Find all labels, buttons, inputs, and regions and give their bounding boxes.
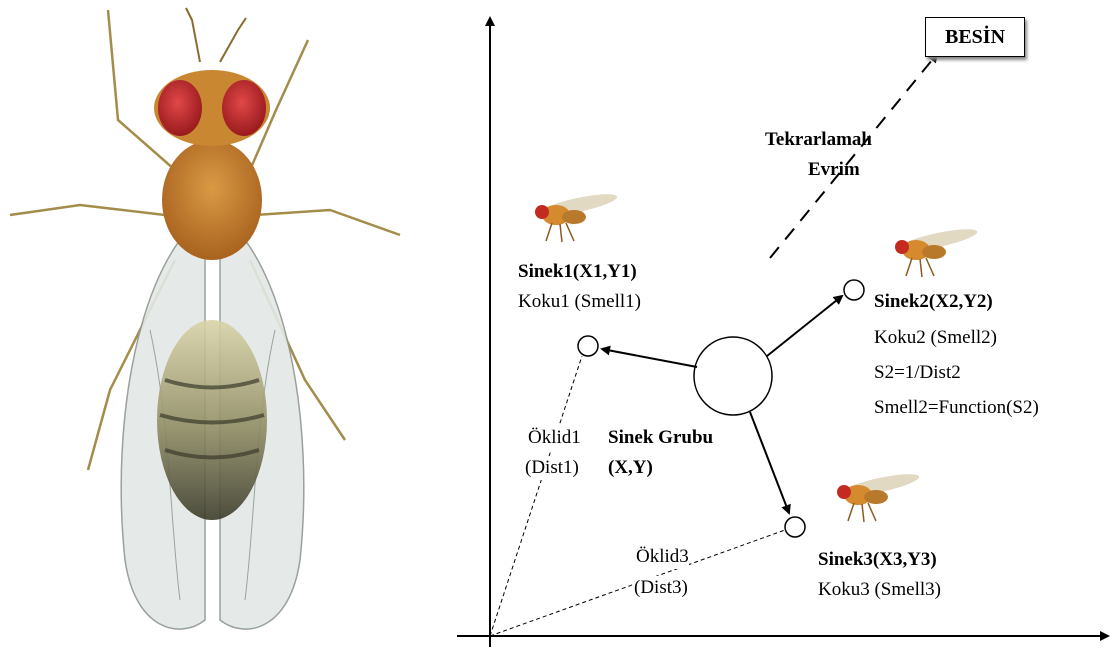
dist3-label: (Dist3) bbox=[634, 576, 688, 600]
fly2-name: Sinek2(X2,Y2) bbox=[874, 290, 993, 314]
fly3-smell: Koku3 (Smell3) bbox=[818, 578, 941, 602]
arrow-to-fly3 bbox=[750, 412, 789, 513]
fly1-name: Sinek1(X1,Y1) bbox=[518, 260, 637, 284]
fly2-smell: Koku2 (Smell2) bbox=[874, 326, 997, 350]
fly2-distance-formula: S2=1/Dist2 bbox=[874, 361, 961, 385]
fly1-icon bbox=[535, 190, 619, 242]
dist1-name: Öklid1 bbox=[528, 426, 581, 450]
dist1-line bbox=[490, 356, 582, 636]
swarm-name: Sinek Grubu bbox=[608, 426, 713, 450]
swarm-coords: (X,Y) bbox=[608, 456, 653, 480]
arrow-to-fly1 bbox=[602, 349, 697, 367]
dist3-name: Öklid3 bbox=[636, 545, 689, 569]
evolution-label-line1: Tekrarlamalı bbox=[765, 128, 872, 152]
fly1-smell: Koku1 (Smell1) bbox=[518, 290, 641, 314]
food-box: BESİN bbox=[925, 17, 1025, 57]
coordinate-axes bbox=[457, 18, 1108, 647]
fruit-fly-illustration bbox=[10, 8, 400, 629]
fly3-icon bbox=[837, 470, 921, 522]
fly2-icon bbox=[895, 225, 979, 277]
evolution-arrow bbox=[770, 54, 937, 258]
fly2-smell-function: Smell2=Function(S2) bbox=[874, 396, 1039, 420]
fly1-circle bbox=[578, 336, 598, 356]
fly2-circle bbox=[844, 280, 864, 300]
arrow-to-fly2 bbox=[767, 296, 842, 356]
fly3-circle bbox=[785, 517, 805, 537]
swarm-circle bbox=[694, 337, 772, 415]
fly3-name: Sinek3(X3,Y3) bbox=[818, 548, 937, 572]
dist1-label: (Dist1) bbox=[525, 456, 579, 480]
evolution-label-line2: Evrim bbox=[808, 158, 860, 182]
